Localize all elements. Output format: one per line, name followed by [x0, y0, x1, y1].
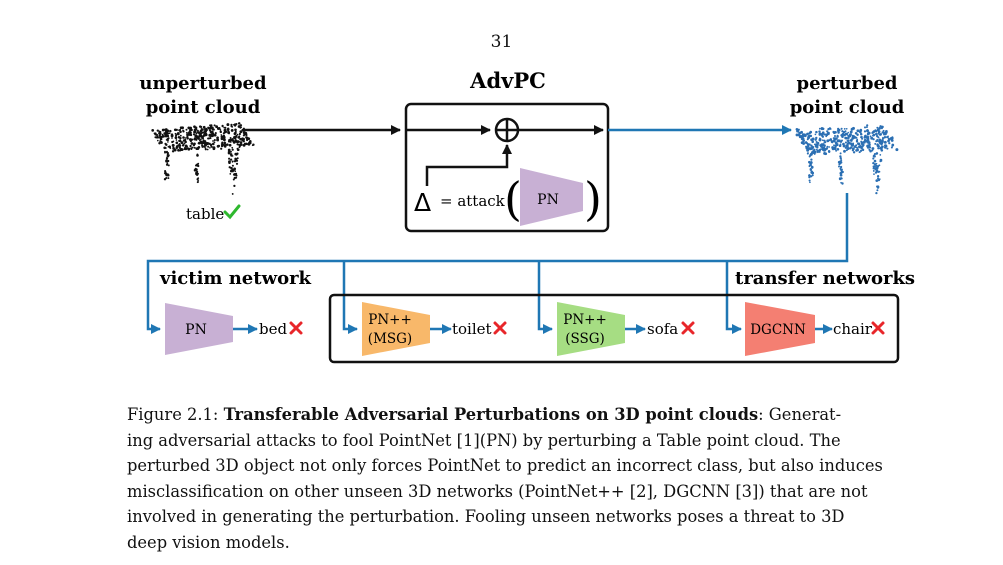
- advpc-figure: unperturbed point cloud perturbed point …: [139, 68, 915, 364]
- caption-line: : Generat-: [758, 405, 842, 424]
- page-number: 31: [490, 32, 513, 52]
- pn-msg-label-line1: PN++: [368, 312, 412, 328]
- perturbed-point-cloud-image: [795, 124, 899, 195]
- caption-line: ing adversarial attacks to fool PointNet…: [127, 430, 841, 450]
- transfer-networks-label: transfer networks: [735, 268, 915, 289]
- branch-dgcnn: [725, 261, 742, 334]
- caption-prefix: Figure 2.1:: [127, 405, 224, 424]
- pn-victim-label: PN: [185, 322, 207, 338]
- caption-line: misclassification on other unseen 3D net…: [127, 481, 868, 501]
- perturbed-label-line1: perturbed: [796, 73, 897, 94]
- pn-victim-trapezoid: [165, 303, 233, 355]
- caption-line: involved in generating the perturbation.…: [127, 507, 845, 526]
- unperturbed-label-line2: point cloud: [146, 97, 261, 118]
- cross-icon: [289, 321, 303, 335]
- toilet-output-label: toilet: [452, 320, 492, 338]
- unperturbed-label-line1: unperturbed: [139, 73, 267, 94]
- pn-ssg-label-line2: (SSG): [565, 331, 605, 347]
- pn-ssg-label-line1: PN++: [563, 312, 607, 328]
- add-operator-icon: [494, 117, 520, 143]
- pn-msg-trapezoid: [362, 302, 430, 356]
- cross-icon: [681, 321, 695, 335]
- transfer-networks-box: [328, 293, 900, 364]
- cross-icon: [493, 321, 507, 335]
- unperturbed-point-cloud-image: [151, 122, 255, 195]
- pn-attack-label: PN: [537, 192, 559, 208]
- branch-msg: [342, 261, 358, 334]
- chair-output-label: chair: [833, 320, 873, 338]
- caption-bold-title: Transferable Adversarial Perturbations o…: [223, 405, 759, 424]
- pn-ssg-trapezoid: [557, 302, 625, 356]
- pn-msg-label-line2: (MSG): [368, 331, 412, 347]
- caption-line: deep vision models.: [127, 532, 290, 552]
- right-paren: ): [584, 172, 602, 226]
- victim-network-label: victim network: [159, 268, 312, 289]
- advpc-box: [404, 102, 610, 233]
- perturbation-arrow: [425, 144, 512, 186]
- dgcnn-label: DGCNN: [750, 322, 806, 338]
- advpc-title: AdvPC: [469, 68, 546, 93]
- sofa-output-label: sofa: [647, 320, 678, 338]
- pn-trapezoid-attack: [520, 168, 583, 226]
- distribution-line: [146, 193, 849, 334]
- delta-symbol: Δ: [414, 188, 431, 217]
- cross-icon: [871, 321, 885, 335]
- figure-caption: Figure 2.1: Transferable Adversarial Per…: [127, 402, 927, 555]
- branch-ssg: [537, 261, 553, 334]
- dgcnn-trapezoid: [745, 302, 815, 356]
- table-label: table: [186, 205, 224, 223]
- perturbed-label-line2: point cloud: [790, 97, 905, 118]
- caption-line: perturbed 3D object not only forces Poin…: [127, 456, 883, 475]
- left-paren: (: [504, 172, 522, 226]
- check-icon: [223, 204, 241, 220]
- attack-text: = attack: [440, 192, 506, 210]
- bed-output-label: bed: [259, 320, 287, 338]
